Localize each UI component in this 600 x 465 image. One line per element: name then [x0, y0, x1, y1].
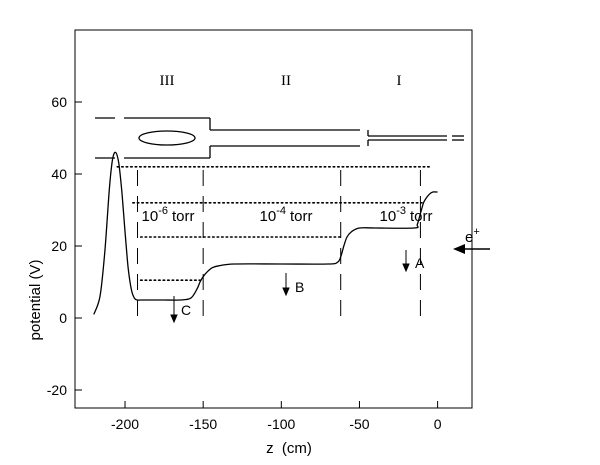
y-tick-label: 60 — [51, 94, 67, 110]
y-tick-label: 20 — [51, 238, 67, 254]
potential-curve-group — [93, 151, 438, 315]
electrode-schematic — [95, 117, 464, 159]
positron-plasma — [138, 130, 196, 146]
arrow-a-head — [402, 263, 410, 273]
x-tick-label: -150 — [189, 416, 217, 432]
transition-label-b: B — [295, 279, 304, 295]
arrow-c-head — [170, 314, 178, 324]
energy-level-lines — [116, 166, 431, 282]
transition-arrows — [170, 250, 410, 324]
arrow-b-head — [282, 287, 290, 297]
x-tick-label: 0 — [434, 416, 442, 432]
region-boundary-lines — [137, 170, 421, 322]
transition-label-a: A — [415, 255, 425, 271]
plot-frame — [74, 29, 473, 409]
positron-beam-label: e+ — [465, 226, 480, 246]
potential-curve — [93, 151, 438, 315]
region-label-II: II — [281, 73, 291, 89]
y-tick-label: 0 — [59, 310, 67, 326]
x-tick-label: -100 — [267, 416, 295, 432]
region-label-III: III — [160, 73, 175, 89]
y-tick-label: -20 — [47, 382, 67, 398]
x-tick-label: -50 — [349, 416, 369, 432]
y-axis-ticks: 60 40 20 0 -20 — [47, 94, 82, 398]
y-axis-title: potential (V) — [27, 260, 44, 341]
positron-beam-arrow-icon — [453, 244, 490, 254]
region-label-I: I — [397, 73, 402, 89]
x-tick-label: -200 — [111, 416, 139, 432]
x-axis-title: z (cm) — [266, 440, 312, 457]
transition-label-c: C — [181, 302, 191, 318]
y-tick-label: 40 — [51, 166, 67, 182]
x-axis-ticks: -200 -150 -100 -50 0 — [111, 401, 442, 432]
